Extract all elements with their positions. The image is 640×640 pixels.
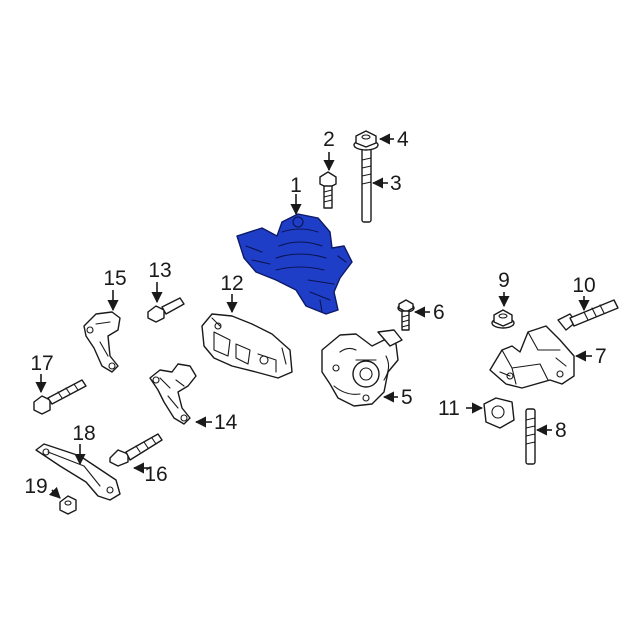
callout-14: 14 [214,411,238,434]
part-18-brace[interactable] [35,443,121,501]
callout-12: 12 [220,272,243,295]
part-4-nut[interactable] [353,130,379,151]
part-12-bracket[interactable] [201,313,293,379]
part-13-bolt[interactable] [147,297,185,323]
callout-7: 7 [595,345,607,368]
part-3-stud[interactable] [361,146,372,223]
callout-17: 17 [30,352,53,375]
part-16-bolt[interactable] [109,433,163,467]
callout-1: 1 [290,174,302,197]
callout-3: 3 [390,172,402,195]
leader-lines [35,133,592,499]
callout-11: 11 [438,397,460,420]
part-9-nut[interactable] [491,309,515,329]
part-6-bolt[interactable] [397,299,415,331]
callout-16: 16 [144,463,167,486]
callout-labels: 1 2 3 4 5 6 7 8 9 10 11 12 13 14 15 16 1… [24,128,606,498]
part-7-bracket[interactable] [489,325,575,389]
callout-15: 15 [103,267,126,290]
callout-8: 8 [555,419,567,442]
part-15-bracket[interactable] [83,311,121,373]
part-1-engine-mount[interactable] [236,213,353,315]
part-1-stud [292,216,304,228]
part-5-transmission-mount[interactable] [321,329,403,407]
part-17-bolt[interactable] [33,379,87,415]
part-2-bolt[interactable] [319,171,337,209]
callout-18: 18 [72,422,95,445]
leader-19 [48,486,61,499]
callout-5: 5 [401,386,413,409]
callout-6: 6 [433,301,445,324]
part-10-bolt[interactable] [557,299,619,331]
callout-2: 2 [323,128,335,151]
callout-10: 10 [572,274,595,297]
part-1-body [236,213,353,315]
callout-19: 19 [24,475,47,498]
part-11-bushing[interactable] [483,397,515,429]
callout-9: 9 [498,269,510,292]
part-19-nut[interactable] [59,495,77,515]
part-14-bracket[interactable] [149,363,197,425]
callout-13: 13 [148,259,171,282]
callout-4: 4 [397,128,409,151]
part-8-stud[interactable] [525,408,536,465]
